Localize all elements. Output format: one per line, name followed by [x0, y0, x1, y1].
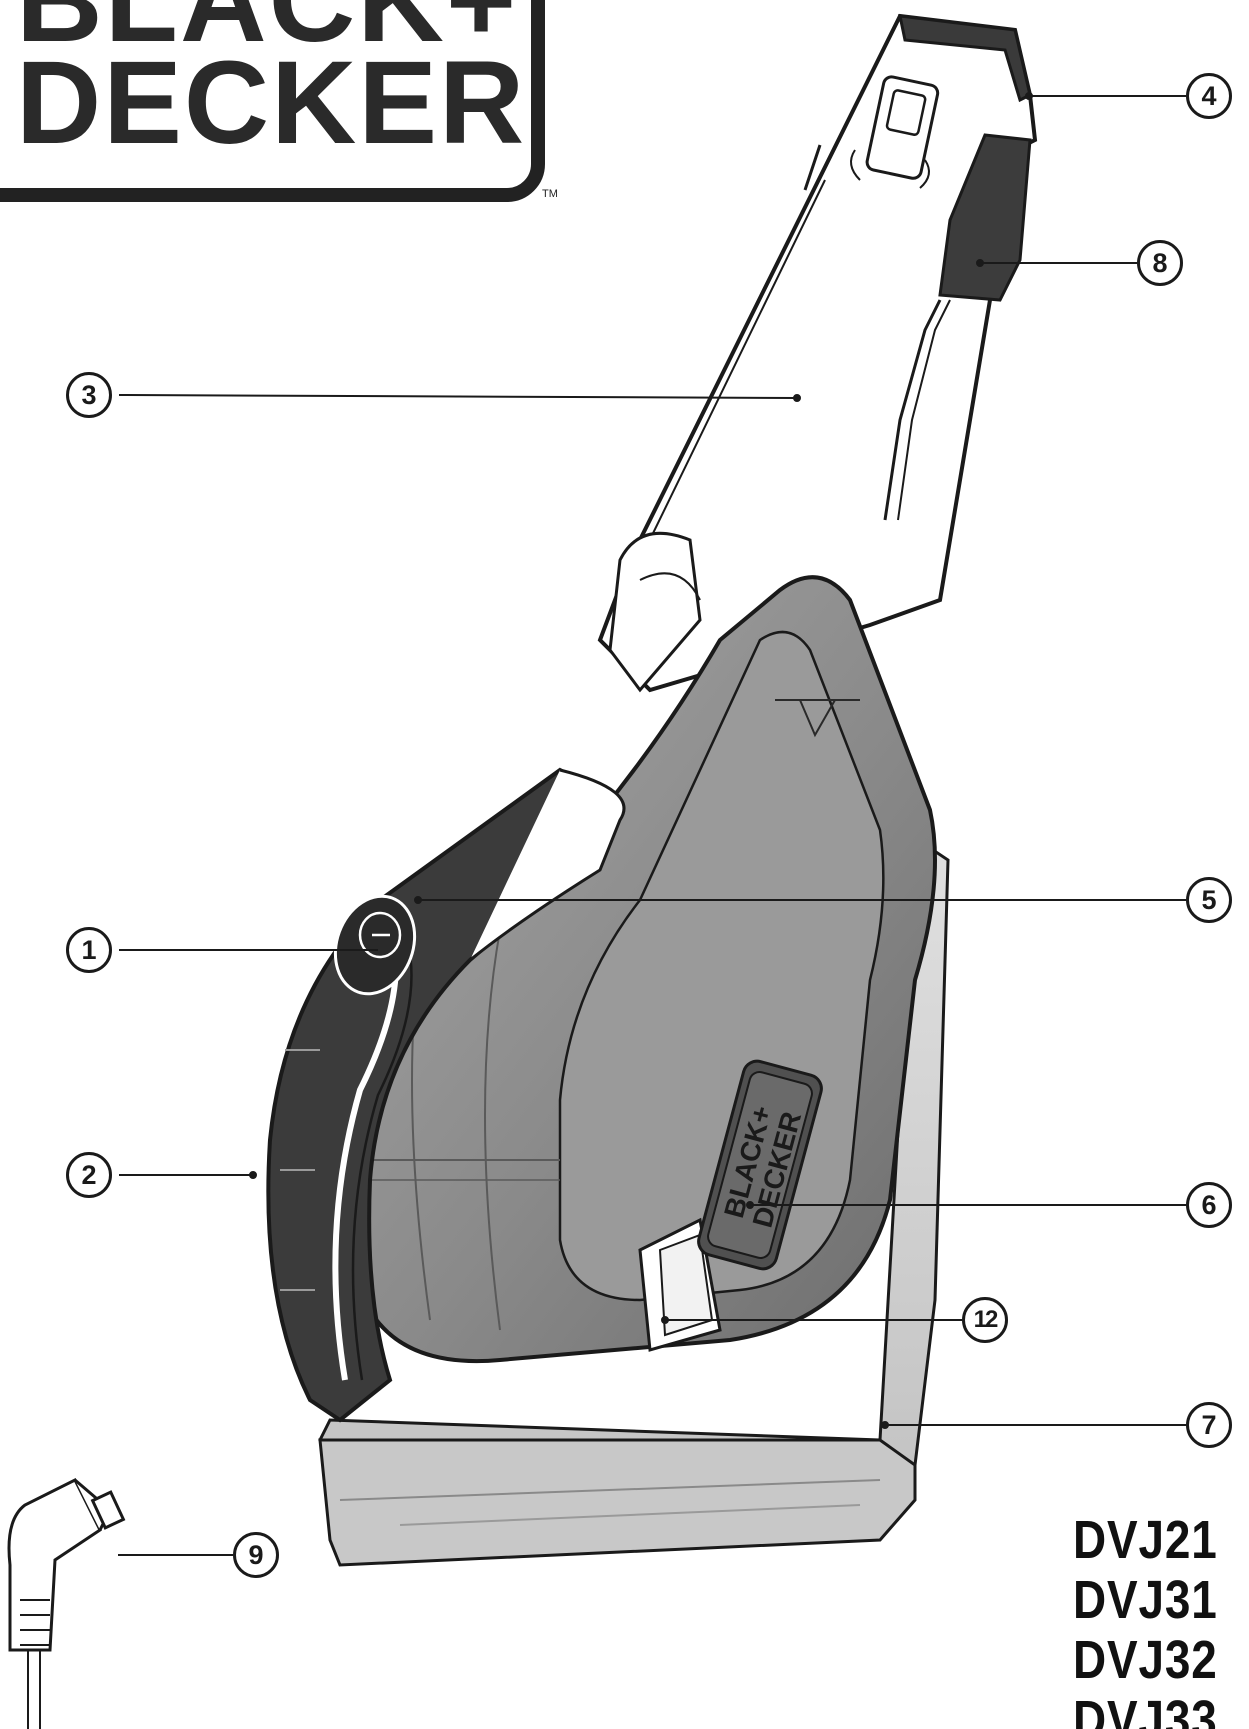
- charging-base: [318, 835, 950, 1567]
- product-badge: BLACK+ DECKER: [697, 1059, 823, 1271]
- brand-logo: BLACK+ DECKER: [0, 0, 545, 202]
- callout-12: 12: [962, 1297, 1008, 1343]
- charger-plug: [7, 1477, 126, 1729]
- callout-3: 3: [66, 372, 112, 418]
- callout-4: 4: [1186, 73, 1232, 119]
- callout-5: 5: [1186, 877, 1232, 923]
- logo-text-line2: DECKER: [16, 37, 527, 169]
- callout-1: 1: [66, 927, 112, 973]
- handle: [266, 767, 626, 1423]
- model-number: DVJ32: [1073, 1630, 1218, 1690]
- callout-2: 2: [66, 1152, 112, 1198]
- model-list: DVJ21 DVJ31 DVJ32 DVJ33: [1073, 1510, 1243, 1729]
- callout-8: 8: [1137, 240, 1183, 286]
- callout-9: 9: [233, 1532, 279, 1578]
- logo-text-line1: BLACK+: [16, 0, 519, 67]
- callout-6: 6: [1186, 1182, 1232, 1228]
- model-number: DVJ31: [1073, 1570, 1218, 1630]
- model-number: DVJ21: [1073, 1510, 1218, 1570]
- model-number: DVJ33: [1073, 1690, 1218, 1729]
- nozzle-body: [597, 13, 1038, 693]
- trademark-symbol: TM: [542, 188, 558, 200]
- callout-leaders: [118, 92, 1186, 1556]
- callout-7: 7: [1186, 1402, 1232, 1448]
